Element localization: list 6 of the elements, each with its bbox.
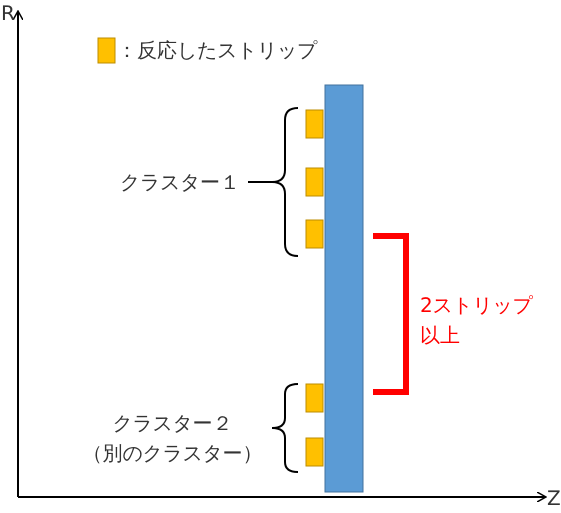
cluster-label: クラスター１: [119, 169, 240, 196]
axis-label: Z: [547, 485, 560, 512]
annotation-text: 2ストリップ以上: [420, 292, 534, 349]
cluster-label: クラスター２（別のクラスター）: [82, 410, 264, 467]
legend-text: ：反応したストリップ: [117, 37, 317, 64]
axis-label: R: [1, 0, 15, 27]
